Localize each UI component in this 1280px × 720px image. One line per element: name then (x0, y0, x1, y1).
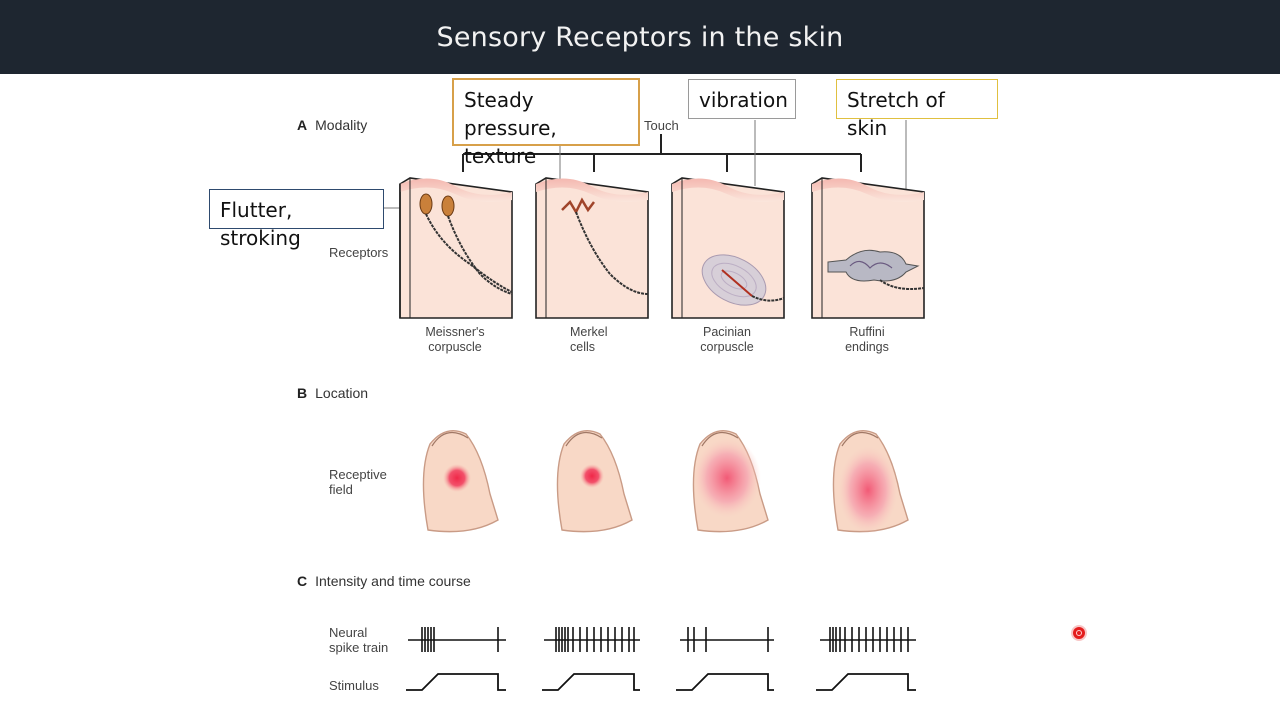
slide-content: A Modality B Location C Intensity and time … (0, 74, 1280, 720)
section-c-label: Intensity and time course (315, 573, 471, 589)
skin-block-meissner (399, 177, 513, 319)
spike-train-line1: Neural (329, 625, 368, 640)
stimulus-traces (406, 673, 916, 691)
fingertip-merkel (556, 430, 633, 533)
laser-pointer-icon (1073, 627, 1085, 639)
caption-meissner: Meissner's corpuscle (395, 325, 515, 355)
receptive-field-pacinian (693, 438, 761, 518)
callout-stretch: Stretch of skin (836, 79, 998, 140)
receptive-field-meissner (443, 464, 471, 492)
title-bar: Sensory Receptors in the skin (0, 0, 1280, 74)
receptive-field-ruffini (838, 446, 898, 534)
caption-meissner-line1: Meissner's (425, 325, 485, 339)
section-b-header: B Location (297, 385, 368, 401)
callout-vibration: vibration (688, 79, 796, 119)
section-a-label: Modality (315, 117, 368, 133)
fingertip-pacinian (692, 430, 769, 533)
skin-block-ruffini (811, 177, 925, 319)
caption-pacinian-line1: Pacinian (703, 325, 751, 339)
section-b-letter: B (297, 385, 308, 401)
caption-ruffini-line2: endings (845, 340, 889, 354)
caption-ruffini: Ruffini endings (807, 325, 927, 355)
caption-merkel: Merkel cells (531, 325, 651, 355)
section-a-letter: A (297, 117, 308, 133)
receptor-diagram (384, 120, 925, 691)
callout-flutter: Flutter, stroking (209, 189, 384, 250)
receptive-field-merkel (580, 464, 604, 488)
fingertip-meissner (422, 430, 499, 533)
caption-merkel-line2: cells (570, 340, 596, 354)
touch-bracket (462, 134, 862, 172)
receptive-field-line1: Receptive (329, 467, 387, 482)
skin-block-merkel (535, 177, 649, 319)
section-b-label: Location (315, 385, 369, 401)
caption-pacinian: Pacinian corpuscle (667, 325, 787, 355)
receptors-label: Receptors (329, 245, 389, 260)
receptive-field-line2: field (329, 482, 353, 497)
caption-merkel-line1: Merkel (570, 325, 608, 339)
callout-connectors (384, 120, 907, 209)
slide-title: Sensory Receptors in the skin (436, 21, 844, 53)
stimulus-label: Stimulus (329, 678, 379, 693)
fingertip-ruffini (832, 430, 909, 534)
caption-ruffini-line1: Ruffini (849, 325, 885, 339)
caption-meissner-line2: corpuscle (428, 340, 482, 354)
section-c-letter: C (297, 573, 308, 589)
receptive-field-label: Receptive field (329, 467, 387, 497)
spike-train-line2: spike train (329, 640, 389, 655)
section-c-header: C Intensity and time course (297, 573, 471, 589)
section-a-header: A Modality (297, 117, 367, 133)
spike-trains (408, 627, 916, 652)
spike-train-label: Neural spike train (329, 625, 388, 655)
callout-steady-pressure: Steady pressure, texture (452, 78, 640, 168)
caption-pacinian-line2: corpuscle (700, 340, 754, 354)
skin-block-pacinian (671, 177, 785, 319)
touch-label: Touch (644, 118, 679, 133)
